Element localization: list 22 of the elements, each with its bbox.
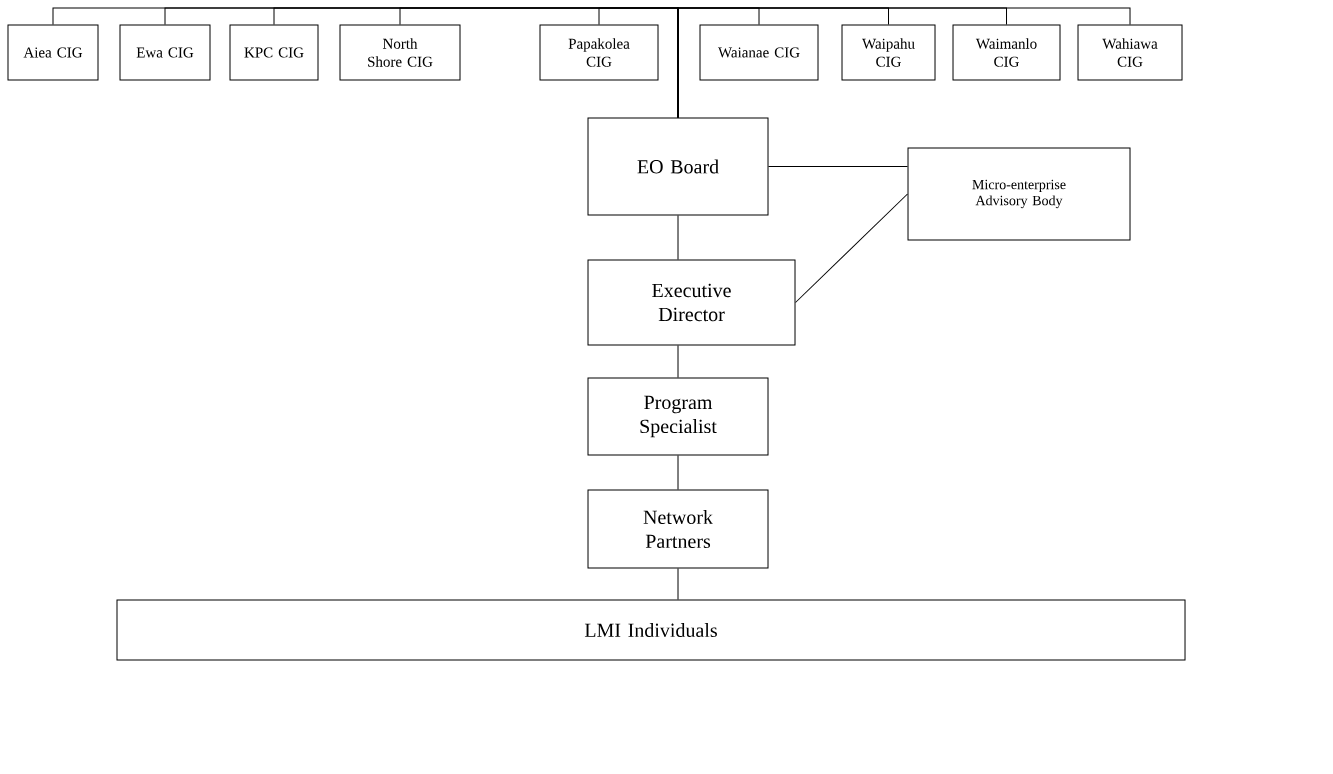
group-box: Waipahu CIG	[841, 24, 936, 81]
group-box: Wahiawa CIG	[1077, 24, 1183, 81]
group-box: Aiea CIG	[7, 24, 99, 81]
group-box: Waimanlo CIG	[952, 24, 1061, 81]
connector-line	[677, 345, 679, 378]
group-box: Waianae CIG	[699, 24, 819, 81]
advisory-box: Micro-enterprise Advisory Body	[907, 147, 1131, 241]
group-box: Ewa CIG	[119, 24, 211, 81]
role-box: Executive Director	[587, 259, 796, 346]
role-box: Program Specialist	[587, 377, 769, 456]
connector-line	[795, 193, 908, 303]
role-box: Network Partners	[587, 489, 769, 569]
role-box: EO Board	[587, 117, 769, 216]
connector-line	[677, 7, 1131, 118]
connector-line	[677, 455, 679, 490]
connector-line	[677, 568, 679, 600]
group-box: Papakolea CIG	[539, 24, 659, 81]
group-box: North Shore CIG	[339, 24, 461, 81]
connector-line	[677, 215, 679, 260]
group-box: KPC CIG	[229, 24, 319, 81]
connector-line	[768, 166, 908, 167]
population-band: LMI Individuals	[116, 599, 1186, 661]
